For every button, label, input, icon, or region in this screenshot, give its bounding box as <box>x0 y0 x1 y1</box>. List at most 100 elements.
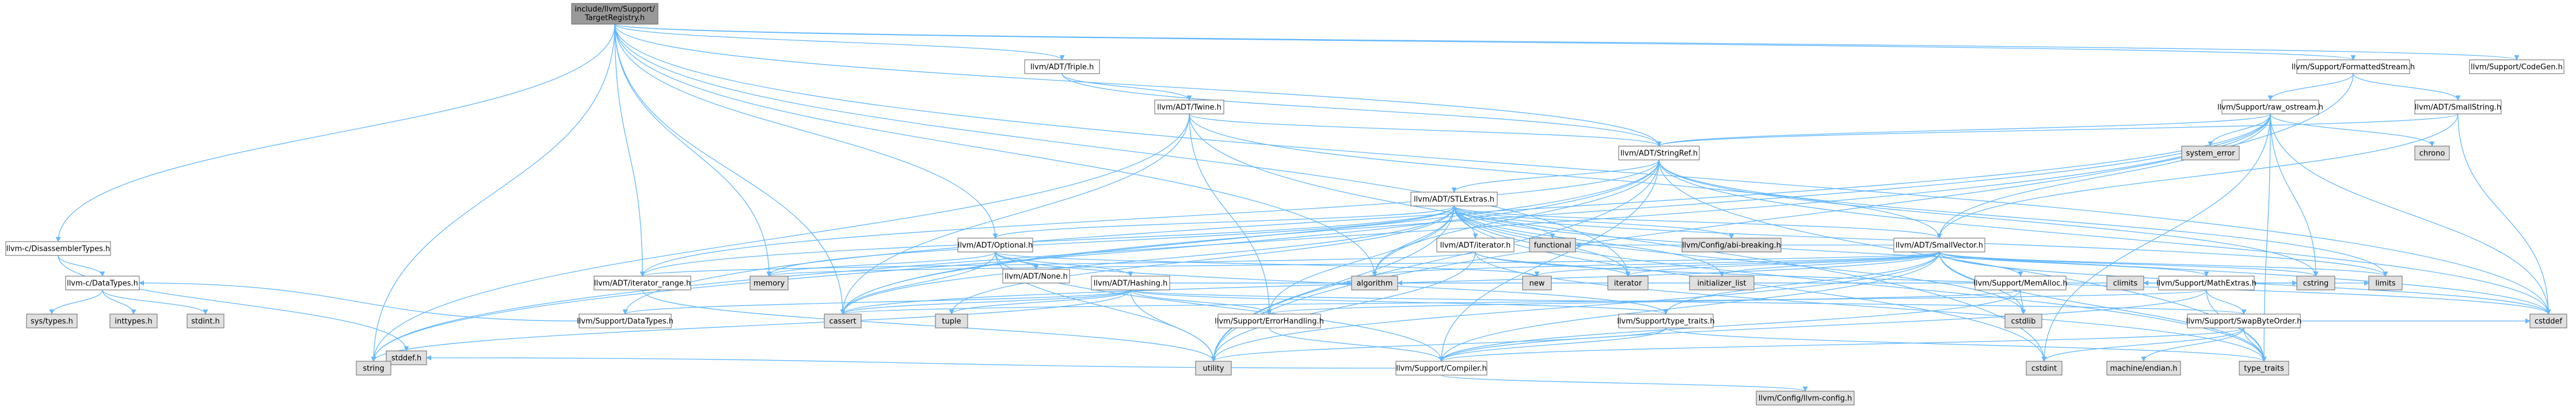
edge-hashing-to-tuple <box>949 289 1131 315</box>
edge-smallvector-to-compiler <box>1439 251 1940 362</box>
node-box <box>957 238 1033 253</box>
node-none[interactable]: llvm/ADT/None.h <box>1002 269 1070 284</box>
node-label: type_traits <box>2244 365 2284 373</box>
node-box <box>824 314 862 328</box>
node-stdint: stdint.h <box>187 314 225 328</box>
node-disasm-types[interactable]: llvm-c/DisassemblerTypes.h <box>5 241 111 256</box>
edge-raw_ostream-to-cstring <box>2270 113 2319 277</box>
node-limits: limits <box>2368 276 2403 290</box>
edge-twine-to-error_handling <box>1189 113 1272 315</box>
node-label: chrono <box>2419 150 2445 158</box>
node-label: llvm-c/DisassemblerTypes.h <box>6 245 111 254</box>
node-compiler[interactable]: llvm/Support/Compiler.h <box>1395 361 1487 376</box>
node-hashing[interactable]: llvm/ADT/Hashing.h <box>1091 276 1170 290</box>
node-label: machine/endian.h <box>2110 365 2178 373</box>
node-inttypes: inttypes.h <box>109 314 158 328</box>
node-stlextras[interactable]: llvm/ADT/STLExtras.h <box>1410 192 1498 207</box>
node-mem-alloc[interactable]: llvm/Support/MemAlloc.h <box>1973 276 2068 290</box>
node-label: llvm/Config/abi-breaking.h <box>1682 242 1781 250</box>
edge-hashing-to-string <box>371 289 1131 362</box>
edge-hashing-to-type_traits_h <box>1130 289 1669 315</box>
node-label: llvm/ADT/Twine.h <box>1157 104 1222 112</box>
node-label: llvm/ADT/Optional.h <box>958 242 1033 250</box>
node-box <box>1974 276 2067 290</box>
node-box <box>1351 276 1398 290</box>
node-triple[interactable]: llvm/ADT/Triple.h <box>1024 59 1100 74</box>
node-iterator-range[interactable]: llvm/ADT/iterator_range.h <box>593 276 691 290</box>
edge-type_traits_h-to-compiler <box>1439 327 1666 362</box>
edge-math_extras-to-compiler <box>1439 289 2207 362</box>
node-label-line-2: TargetRegistry.h <box>584 14 645 22</box>
node-box <box>593 276 691 290</box>
node-formatted-stream[interactable]: llvm/Support/FormattedStream.h <box>2292 59 2415 74</box>
node-label: llvm/Support/DataTypes.h <box>577 318 674 326</box>
edge-root-to-stringref <box>614 24 1662 147</box>
node-label: cstdint <box>2031 365 2057 373</box>
edge-stringref-to-cstring <box>1658 159 2319 277</box>
edge-hashing-to-data_types <box>622 289 1131 315</box>
edge-raw_ostream-to-stringref <box>1656 113 2271 147</box>
node-data-types[interactable]: llvm/Support/DataTypes.h <box>577 314 674 328</box>
edge-type_traits_h-to-type_traits <box>1665 327 2267 362</box>
node-small-string[interactable]: llvm/ADT/SmallString.h <box>2414 100 2502 114</box>
edge-data_types-to-data_types_c <box>139 280 580 322</box>
edge-smallvector-to-math_extras <box>1939 251 2209 277</box>
edge-error_handling-to-compiler <box>1269 327 1444 362</box>
node-box <box>1154 100 1224 114</box>
node-swap-byte-order[interactable]: llvm/Support/SwapByteOrder.h <box>2186 314 2302 328</box>
node-box <box>2414 146 2450 160</box>
node-abi-breaking: llvm/Config/abi-breaking.h <box>1681 238 1782 253</box>
node-box <box>2296 276 2335 290</box>
edge-triple-to-stringref <box>1061 73 1662 147</box>
edge-twine-to-string <box>371 113 1190 362</box>
node-codegen[interactable]: llvm/Support/CodeGen.h <box>2469 59 2564 74</box>
node-raw-ostream[interactable]: llvm/Support/raw_ostream.h <box>2217 100 2323 114</box>
node-box <box>1893 238 1985 253</box>
node-box <box>187 314 225 328</box>
edge-stlextras-to-iterator_range <box>640 205 1455 277</box>
edge-stringref-to-compiler <box>1439 159 1660 362</box>
edge-math_extras-to-swap_byte_order <box>2206 289 2247 315</box>
node-optional[interactable]: llvm/ADT/Optional.h <box>957 238 1033 253</box>
edge-stlextras-to-algorithm <box>1372 205 1455 277</box>
node-type-traits: type_traits <box>2239 361 2289 376</box>
node-box <box>65 276 140 290</box>
node-label: llvm/Support/FormattedStream.h <box>2292 63 2415 72</box>
node-box <box>26 314 78 328</box>
node-type-traits-h[interactable]: llvm/Support/type_traits.h <box>1617 314 1715 328</box>
edge-swap_byte_order-to-machine_endian <box>2141 327 2244 362</box>
node-box <box>109 314 158 328</box>
node-utility: utility <box>1195 361 1232 376</box>
edge-stlextras-to-memory <box>766 205 1455 277</box>
node-stringref[interactable]: llvm/ADT/StringRef.h <box>1618 146 1700 160</box>
node-label: llvm/Support/type_traits.h <box>1617 318 1715 326</box>
node-initializer-list: initializer_list <box>1689 276 1755 290</box>
node-box <box>2368 276 2403 290</box>
edge-stringref-to-algorithm <box>1372 159 1660 277</box>
node-box <box>935 314 968 328</box>
node-label: functional <box>1534 242 1572 250</box>
edge-smallvector-to-new <box>1534 251 1940 277</box>
edge-stlextras-to-tuple <box>949 205 1455 315</box>
edge-smallvector-to-type_traits <box>1939 251 2267 362</box>
node-box <box>2221 100 2319 114</box>
node-box <box>749 276 789 290</box>
edge-stlextras-to-cassert <box>840 205 1455 315</box>
node-error-handling[interactable]: llvm/Support/ErrorHandling.h <box>1215 314 1324 328</box>
edge-root-to-string <box>371 24 615 362</box>
node-math-extras[interactable]: llvm/Support/MathExtras.h <box>2156 276 2257 290</box>
edge-small_string-to-stringref <box>1656 113 2459 147</box>
node-box <box>2239 361 2289 376</box>
node-stddef: stddef.h <box>386 350 427 365</box>
node-box <box>1395 361 1487 376</box>
node-root[interactable]: include/llvm/Support/TargetRegistry.h <box>571 3 659 25</box>
node-smallvector[interactable]: llvm/ADT/SmallVector.h <box>1893 238 1985 253</box>
node-label: llvm/Support/Compiler.h <box>1396 365 1486 373</box>
node-label: llvm/Support/MathExtras.h <box>2156 280 2257 288</box>
edge-formatted_stream-to-raw_ostream <box>2267 73 2354 101</box>
edge-smallvector-to-algorithm <box>1372 251 1940 277</box>
node-twine[interactable]: llvm/ADT/Twine.h <box>1154 100 1224 114</box>
node-data-types-c[interactable]: llvm-c/DataTypes.h <box>65 276 140 290</box>
edge-hashing-to-swap_byte_order <box>1130 289 2246 315</box>
node-iterator[interactable]: llvm/ADT/iterator.h <box>1436 238 1515 253</box>
